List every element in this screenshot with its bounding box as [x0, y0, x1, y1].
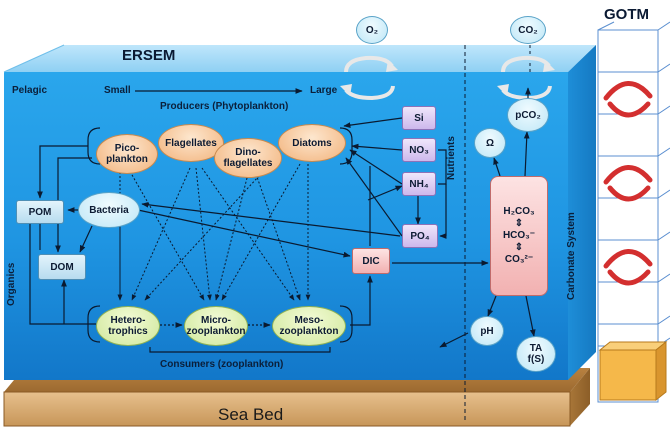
flux-arrows	[29, 87, 536, 353]
dom-node: DOM	[38, 254, 86, 280]
picoplankton-node: Pico- plankton	[96, 134, 158, 174]
water-side	[568, 45, 596, 380]
dinoflagellates-node: Dino- flagellates	[214, 138, 282, 178]
large-label: Large	[310, 85, 338, 96]
gotm-title: GOTM	[604, 6, 649, 23]
ph-node: pH	[470, 316, 504, 346]
seabed-front	[3, 391, 571, 427]
no3-node: NO₃	[402, 138, 436, 162]
microzooplankton-node: Micro- zooplankton	[184, 306, 248, 346]
po4-node: PO₄	[402, 224, 438, 248]
organics-label: Organics	[6, 262, 17, 306]
diatoms-node: Diatoms	[278, 124, 346, 162]
o2-exchange-icon	[340, 55, 398, 101]
producers-label: Producers (Phytoplankton)	[160, 101, 289, 112]
dic-node: DIC	[352, 248, 390, 274]
carbonate-equilibrium-node: H₂CO₃ ⇕ HCO₃⁻ ⇕ CO₃²⁻	[490, 176, 548, 296]
flagellates-node: Flagellates	[158, 124, 224, 162]
ersem-title: ERSEM	[122, 47, 176, 64]
mixing-arrows-icon	[603, 81, 653, 286]
co2-node: CO₂	[510, 16, 546, 44]
nh4-node: NH₄	[402, 172, 436, 196]
omega-node: Ω	[474, 128, 506, 158]
small-label: Small	[104, 85, 131, 96]
ta-node: TA f(S)	[516, 336, 556, 372]
gotm-column	[597, 21, 670, 403]
mesozooplankton-node: Meso- zooplankton	[272, 306, 346, 346]
nutrients-label: Nutrients	[446, 136, 457, 180]
pco2-node: pCO₂	[507, 98, 549, 132]
consumers-label: Consumers (zooplankton)	[160, 359, 284, 370]
seabed-side	[570, 368, 590, 426]
carbonate-system-label: Carbonate System	[566, 212, 577, 300]
si-node: Si	[402, 106, 436, 130]
o2-node: O₂	[356, 16, 388, 44]
bacteria-node: Bacteria	[78, 192, 140, 228]
grazing-arrows	[117, 163, 311, 301]
pelagic-label: Pelagic	[12, 85, 48, 96]
heterotrophs-node: Hetero- trophics	[96, 306, 160, 346]
pom-node: POM	[16, 200, 64, 224]
sea-bed-label: Sea Bed	[218, 405, 284, 424]
water-top	[4, 45, 596, 72]
